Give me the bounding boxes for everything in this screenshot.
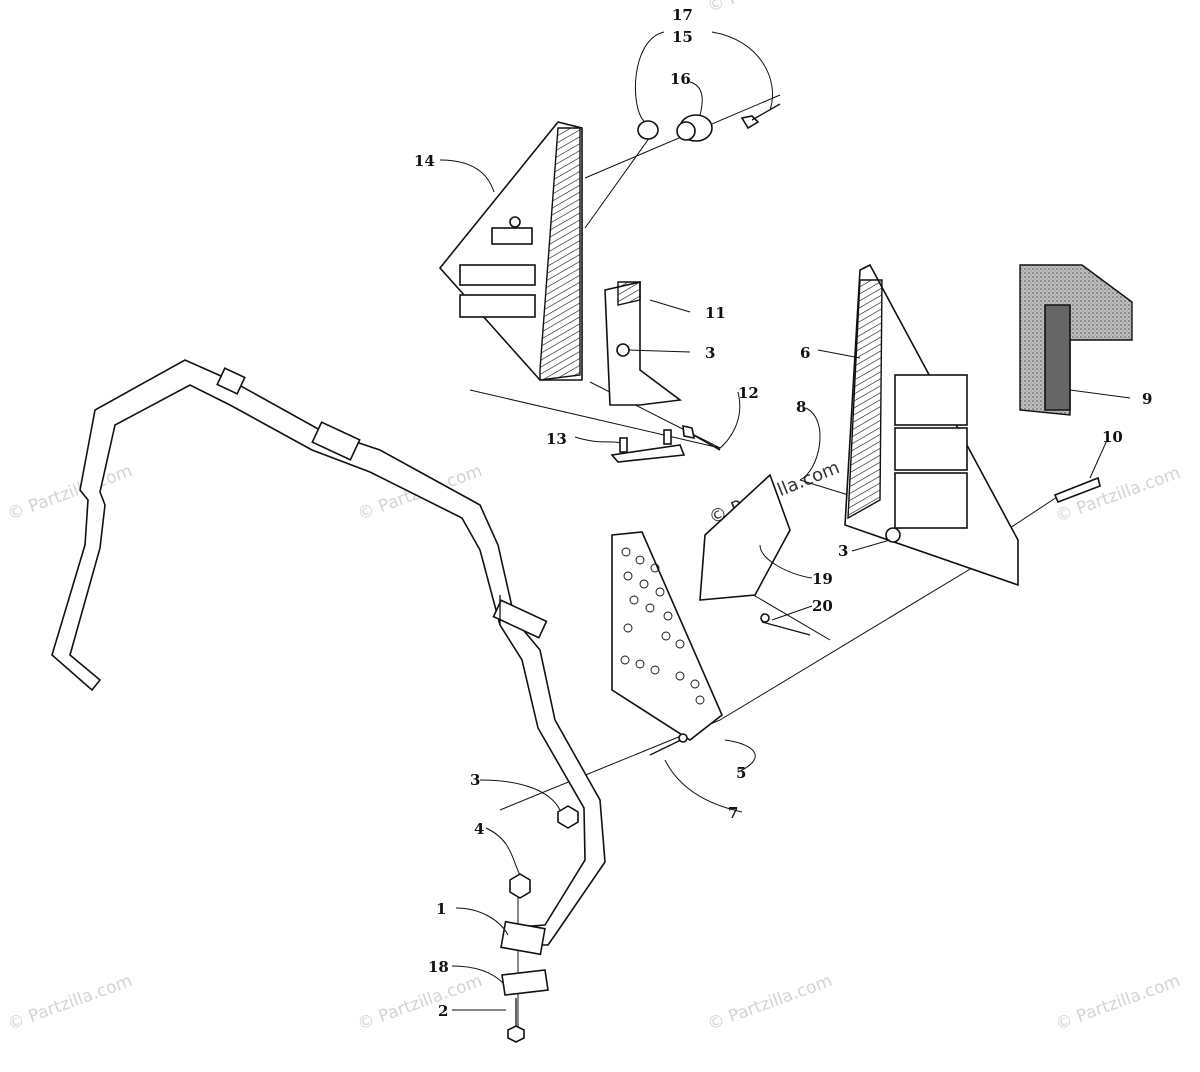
callout-19: 19	[812, 570, 833, 588]
callout-11: 11	[705, 304, 726, 322]
leader-lines	[439, 31, 1131, 1011]
part-11-bracket	[604, 280, 721, 463]
callout-8: 8	[796, 398, 806, 416]
callout-5: 5	[736, 764, 746, 782]
parts-15-16-17	[637, 103, 781, 142]
part-14-panel	[438, 121, 583, 381]
callout-14: 14	[414, 152, 435, 170]
callout-labels: 17 15 16 14 11 3 12 13 6 8 9 10 3 19 20 …	[414, 6, 1152, 1020]
part-9-foam	[1019, 264, 1133, 416]
callout-12: 12	[738, 384, 759, 402]
watermark: © Partzilla.com	[705, 0, 835, 17]
part-6-panel	[844, 263, 1019, 587]
callout-10: 10	[1102, 428, 1123, 446]
callout-4: 4	[474, 820, 484, 838]
part-19-guard	[699, 473, 811, 636]
callout-9: 9	[1142, 390, 1152, 408]
callout-20: 20	[812, 597, 833, 615]
callout-3-bottom: 3	[470, 771, 480, 789]
callout-15: 15	[672, 28, 693, 46]
watermark: © Partzilla.com	[705, 971, 835, 1035]
watermark: © Partzilla.com	[5, 461, 135, 525]
callout-6: 6	[800, 344, 810, 362]
fasteners	[501, 476, 1101, 1043]
callout-16: 16	[670, 70, 691, 88]
callout-18: 18	[428, 958, 449, 976]
callout-7: 7	[728, 804, 738, 822]
callout-3-top: 3	[705, 344, 715, 362]
part-5-panel	[611, 531, 723, 741]
watermark: © Partzilla.com	[5, 971, 135, 1035]
part-1-bumper	[51, 359, 606, 956]
callout-13: 13	[546, 430, 567, 448]
watermark: © Partzilla.com	[355, 971, 485, 1035]
callout-2: 2	[438, 1002, 448, 1020]
callout-1: 1	[436, 900, 446, 918]
callout-17: 17	[672, 6, 693, 24]
callout-3-right: 3	[838, 542, 848, 560]
watermark: © Partzilla.com	[1053, 971, 1183, 1035]
